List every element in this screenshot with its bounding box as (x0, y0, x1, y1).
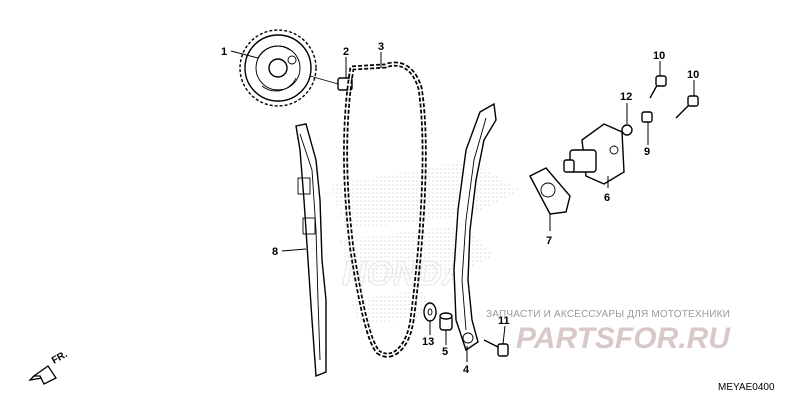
callout-8: 8 (272, 246, 278, 258)
diagram-code: MEYAE0400 (718, 382, 775, 393)
callout-11: 11 (498, 315, 510, 327)
leader-lines (230, 50, 695, 362)
callout-1: 1 (221, 46, 227, 58)
callout-12: 12 (620, 91, 632, 103)
callout-2: 2 (343, 46, 349, 58)
callout-3: 3 (378, 41, 384, 53)
callout-7: 7 (546, 235, 552, 247)
callout-13: 13 (422, 336, 434, 348)
front-direction-indicator: FR. (28, 349, 70, 385)
cam-chain-guide (453, 102, 497, 352)
svg-text:HONDA: HONDA (342, 255, 467, 293)
watermark-brand: PARTSFOR.RU (516, 322, 731, 355)
callout-labels: 1 2 3 4 5 6 7 8 9 10 10 11 12 13 (221, 41, 699, 376)
callout-6: 6 (604, 192, 610, 204)
sealing-bolt (641, 111, 653, 123)
cam-chain-tensioner-arm (295, 123, 327, 378)
sprocket-bolt (309, 75, 353, 91)
callout-10-upper: 10 (653, 50, 665, 62)
front-label: FR. (50, 349, 70, 367)
pivot-bolt (483, 339, 509, 357)
sealing-washer (621, 124, 633, 136)
washer (423, 302, 437, 322)
cam-sprocket (239, 29, 317, 107)
callout-4: 4 (463, 364, 470, 376)
flange-bolt-upper (649, 75, 667, 99)
tensioner-lifter (563, 123, 625, 185)
callout-9: 9 (644, 146, 650, 158)
flange-bolt-right (675, 95, 699, 119)
collar (439, 312, 453, 331)
watermark: ЗАПЧАСТИ И АКСЕССУАРЫ ДЛЯ МОТОТЕХНИКИ PA… (486, 309, 731, 355)
lifter-gasket (529, 167, 571, 215)
callout-10-right: 10 (687, 69, 699, 81)
watermark-tagline: ЗАПЧАСТИ И АКСЕССУАРЫ ДЛЯ МОТОТЕХНИКИ (486, 309, 730, 320)
arrow-icon (28, 365, 57, 385)
cam-chain (343, 61, 427, 358)
callout-5: 5 (442, 346, 448, 358)
